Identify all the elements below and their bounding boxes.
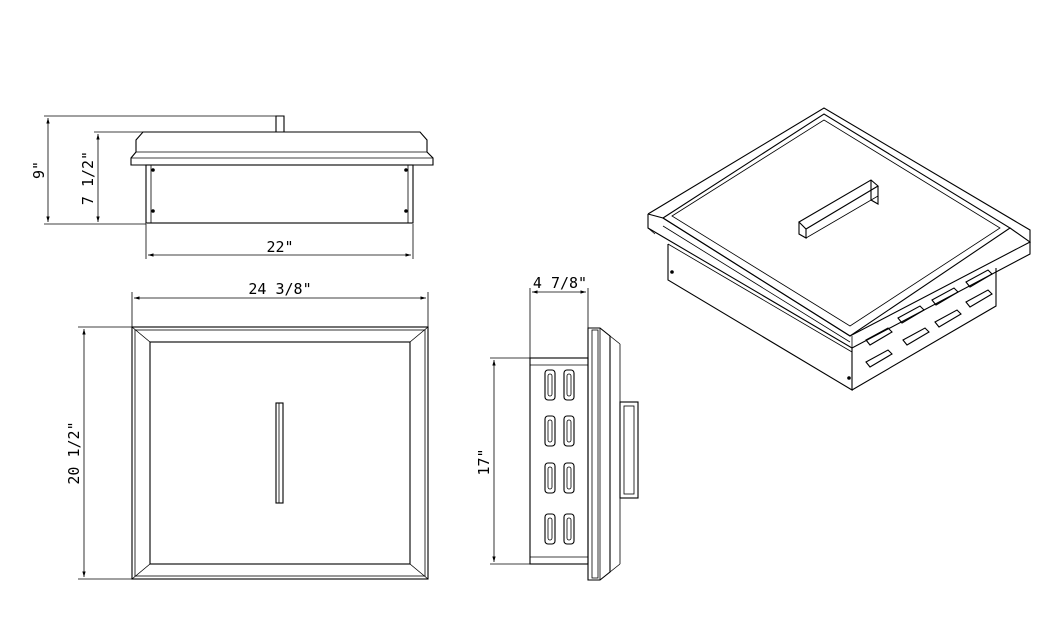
dim-body-height-label: 7 1/2" [79, 151, 97, 205]
dim-body-width-label: 22" [266, 238, 293, 256]
dim-total-height-label: 9" [30, 161, 48, 179]
front-view: 24 3/8" 20 1/2" [65, 280, 429, 580]
dim-side-height-label: 17" [475, 448, 493, 475]
dim-side-depth-label: 4 7/8" [533, 274, 587, 292]
iso-vent-slots [865, 269, 993, 368]
side-view: 4 7/8" 17" [475, 274, 639, 581]
dim-front-width-label: 24 3/8" [248, 280, 311, 298]
dim-front-height-label: 20 1/2" [65, 421, 83, 484]
isometric-view [647, 107, 1032, 391]
elevation-view: 9" 7 1/2" 22" [30, 115, 434, 259]
vent-slots [544, 369, 575, 545]
